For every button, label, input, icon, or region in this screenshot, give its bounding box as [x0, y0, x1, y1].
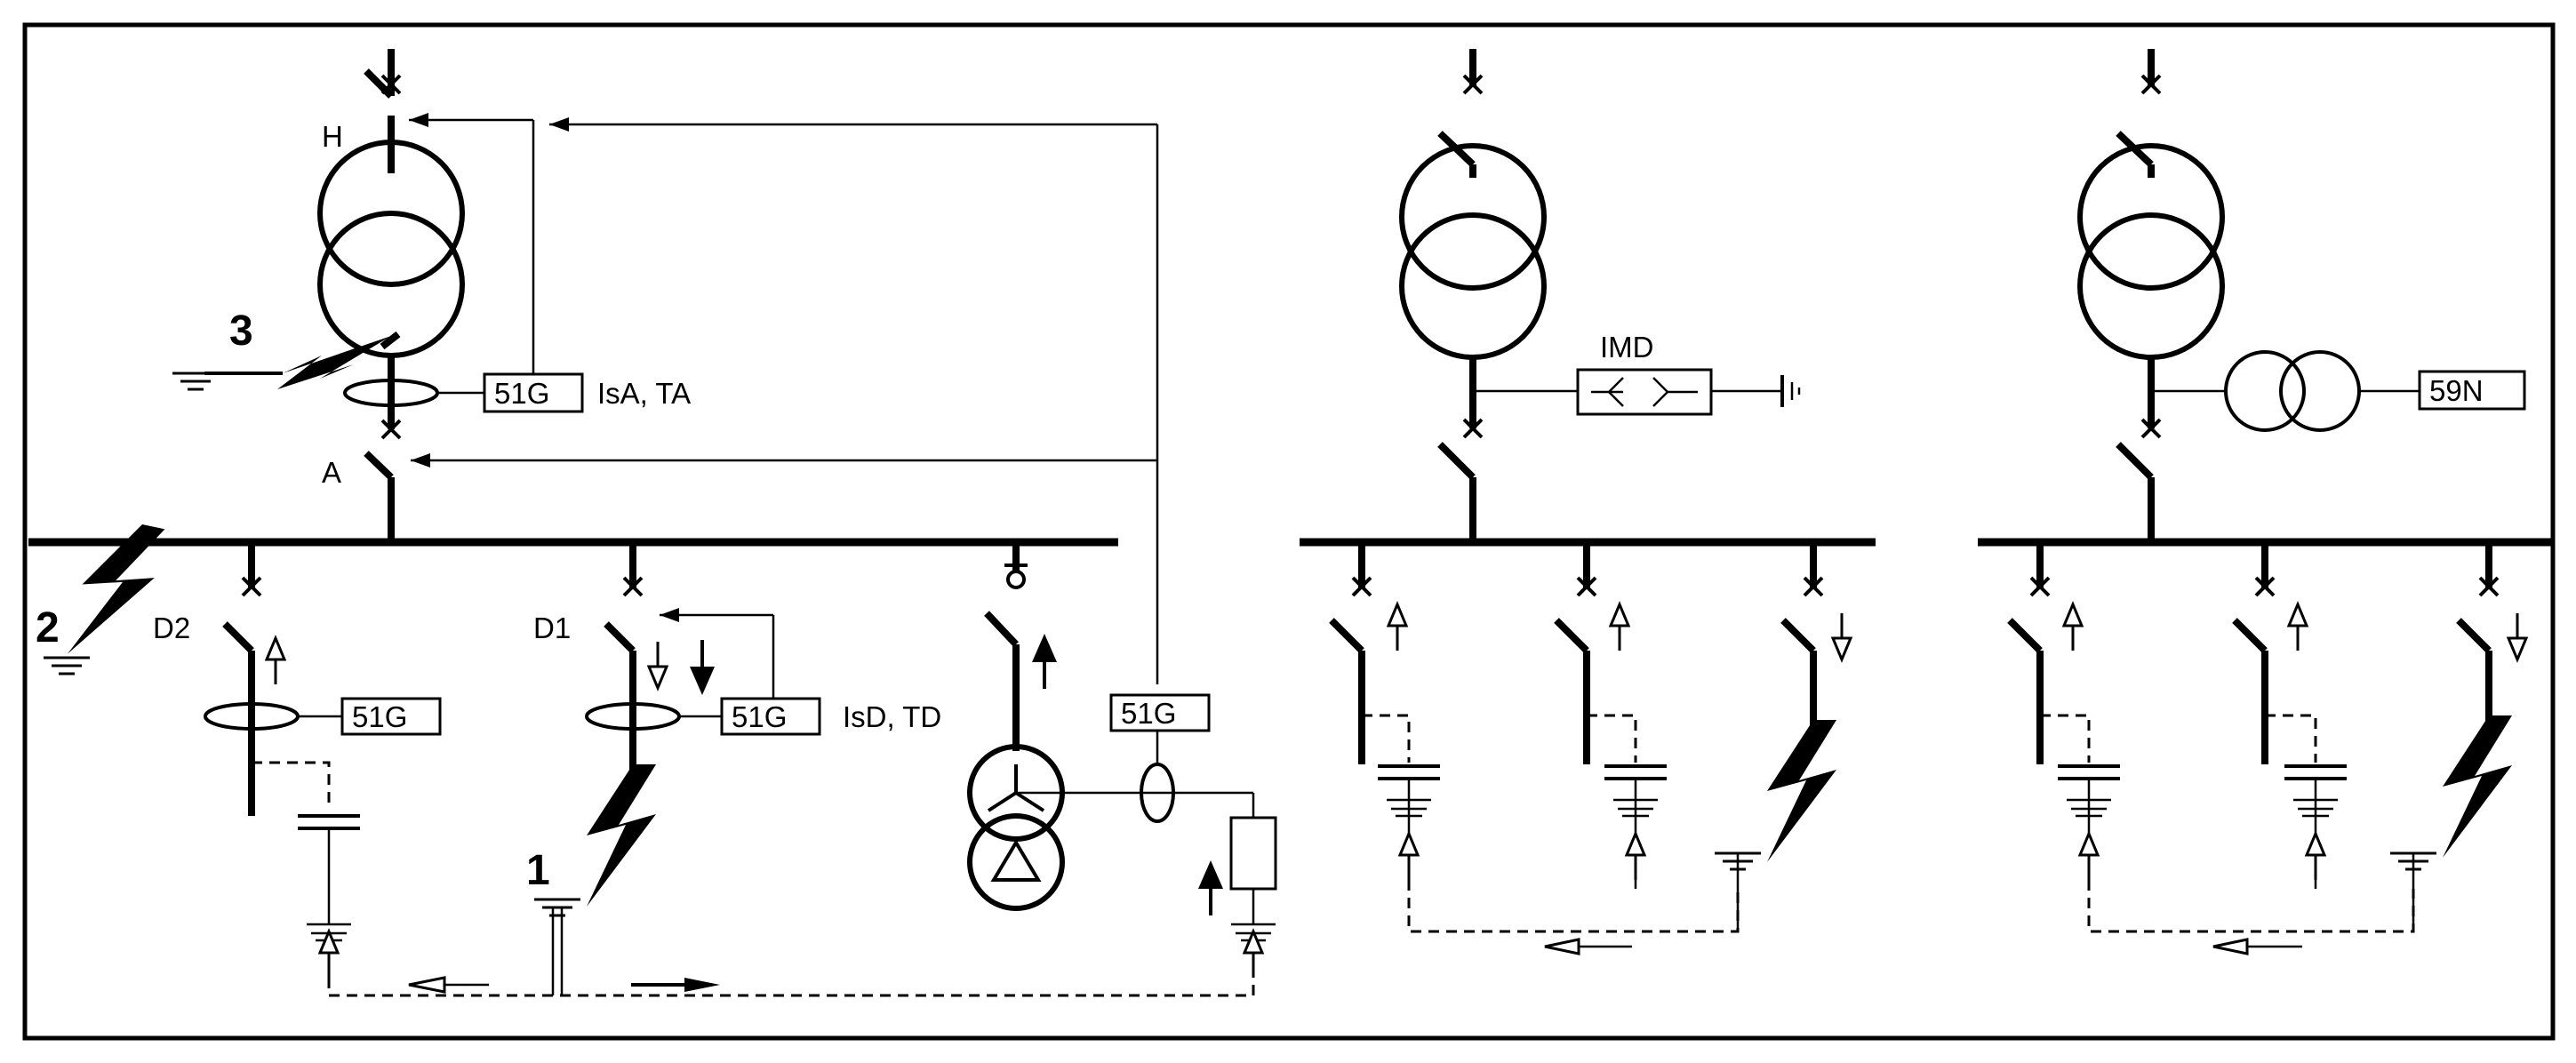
- d2-capacitive-arrow-icon: [318, 930, 340, 979]
- system-2-return-arrow-icon: [1544, 938, 1580, 955]
- system-3-feeder-1-arrow-icon: [2062, 603, 2084, 652]
- system-3-feeder-2-capacitive-arrow-icon: [2305, 832, 2326, 882]
- earthing-delta-icon: [990, 839, 1042, 882]
- breaker-h-switch: [364, 68, 394, 99]
- system-2-feeder-1-arrow-icon: [1387, 603, 1408, 652]
- system-2-feeder-1-capacitive-arrow-icon: [1398, 832, 1420, 882]
- fault-2-bolt-icon: [67, 515, 165, 668]
- earthing-relay-label: 51G: [1121, 697, 1176, 730]
- transformer-2-upper-winding: [1399, 143, 1547, 291]
- d2-current-arrow-icon: [265, 636, 286, 686]
- system-3-feeder-1-capacitive-arrow-icon: [2078, 832, 2100, 882]
- d1-relay-setting: IsD, TD: [843, 700, 941, 733]
- incomer-relay-setting: IsA, TA: [597, 377, 691, 410]
- earthing-return-arrow-icon: [1243, 930, 1264, 979]
- fault-1-bolt-icon: [587, 764, 656, 907]
- breaker-a-switch: [364, 451, 394, 480]
- d1-current-arrow-icon: [647, 640, 668, 690]
- system-1-return-path: [327, 978, 1255, 997]
- overvoltage-relay-label: 59N: [2429, 374, 2484, 407]
- vt-circle-left: [2224, 350, 2306, 432]
- system-1-fault-return-arrow-icon: [684, 978, 720, 992]
- system-1-capacitive-return-arrow-icon: [408, 976, 446, 994]
- fault-3-ground-icon: [171, 372, 220, 391]
- trip-arrow-a-icon: [411, 453, 430, 468]
- system-3-return-path: [2087, 880, 2415, 933]
- feeder-d1: 51G IsD, TD: [551, 546, 941, 995]
- diagram-frame: [22, 22, 2556, 1041]
- system-3-feeder-2-arrow-icon: [2287, 603, 2308, 652]
- imd-label: IMD: [1600, 331, 1654, 364]
- d2-relay-label: 51G: [352, 700, 407, 733]
- d2-relay-box: [340, 697, 442, 736]
- system-2-bus-switch: [1437, 442, 1476, 480]
- breaker-d1-switch: [604, 621, 636, 653]
- trip-arrow-h-icon: [409, 113, 428, 127]
- system-1-main-incomer: [317, 49, 465, 540]
- fault-1-number: 1: [526, 847, 550, 894]
- earthing-current-arrow-icon: [1032, 634, 1057, 662]
- breaker-d1-label: D1: [533, 611, 571, 644]
- incomer-relay-label: 51G: [494, 377, 549, 410]
- fault-3-number: 3: [229, 308, 253, 355]
- neutral-current-arrow-icon: [1198, 860, 1223, 889]
- system-3-feeder-2-switch: [2232, 618, 2268, 653]
- transformer-3-upper-winding: [2077, 143, 2225, 291]
- system-2-feeder-2-switch: [1554, 618, 1589, 653]
- system-3-bus-switch: [2116, 442, 2154, 480]
- system-3: 59N: [1978, 49, 2551, 955]
- earthing-resistor: [1229, 816, 1277, 891]
- breaker-h-label: H: [322, 120, 343, 153]
- d1-relay-label: 51G: [732, 700, 787, 733]
- system-3-return-arrow-icon: [2212, 938, 2249, 955]
- breaker-d2-label: D2: [153, 611, 190, 644]
- system-2-feeder-2-arrow-icon: [1609, 603, 1630, 652]
- trip-arrow-icon: [549, 117, 569, 132]
- system-2-feeder-1-switch: [1329, 618, 1364, 653]
- earthing-relay-box: [1109, 693, 1211, 732]
- fault-2-number: 2: [36, 604, 60, 651]
- earthing-feeder-fuse-icon: [1006, 570, 1026, 589]
- earthing-feeder-switch: [984, 611, 1019, 647]
- system-2: IMD: [1300, 49, 1876, 955]
- feeder-d2: 51G: [204, 546, 442, 979]
- system-2-return-path: [1407, 880, 1740, 933]
- earthing-transformer-lower: [967, 813, 1065, 911]
- vt-circle-right: [2279, 350, 2361, 432]
- earthing-transformer-feeder: 51G: [967, 546, 1277, 979]
- system-2-feeder-3-switch: [1780, 618, 1816, 653]
- system-3-fault-bolt-icon: [2443, 715, 2512, 858]
- breaker-d2-switch: [222, 621, 254, 653]
- overvoltage-relay-box: [2418, 370, 2526, 411]
- system-3-feeder-1-switch: [2007, 618, 2043, 653]
- fault-1-ground-icon: [532, 898, 582, 917]
- transformer-1-upper-winding: [317, 140, 465, 287]
- fault-3-bolt-icon: [277, 336, 391, 389]
- system-2-feeder-3-arrow-icon: [1831, 611, 1852, 661]
- d1-fault-current-arrow-icon: [690, 667, 715, 695]
- system-3-feeder-3-switch: [2456, 618, 2492, 653]
- system-2-fault-bolt-icon: [1767, 720, 1836, 862]
- d1-relay-box: [720, 697, 821, 736]
- incomer-relay-box: [483, 372, 584, 413]
- system-3-feeder-3-arrow-icon: [2507, 611, 2528, 661]
- system-2-feeder-2-capacitive-arrow-icon: [1625, 832, 1646, 882]
- fault-2-ground-icon: [42, 656, 92, 675]
- d1-trip-arrow-icon: [660, 608, 679, 622]
- breaker-a-label: A: [322, 456, 341, 489]
